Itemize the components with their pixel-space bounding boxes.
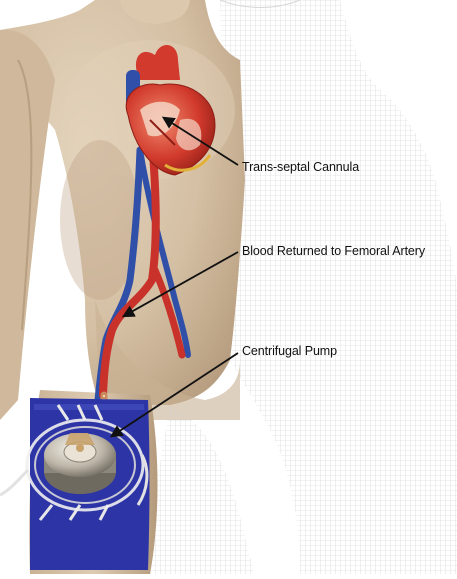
centrifugal-pump-label: Centrifugal Pump [242, 344, 337, 358]
centrifugal-pump [44, 433, 116, 494]
callout-lines [109, 116, 239, 438]
femoral-artery-label: Blood Returned to Femoral Artery [242, 244, 426, 258]
pump-pointer-line [109, 352, 239, 438]
wireframe-body [219, 0, 457, 574]
trans-septal-cannula-label: Trans-septal Cannula [242, 160, 360, 174]
pump-tubing [0, 418, 149, 512]
artery-pointer-line [121, 251, 239, 318]
cannula-pointer-line [161, 116, 239, 166]
